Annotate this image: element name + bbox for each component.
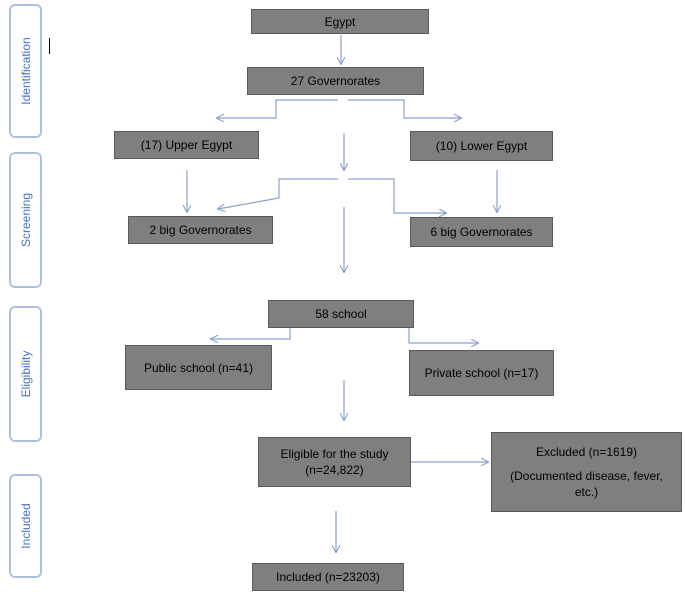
stage-label-eligibility: Eligibility [9,306,42,442]
box-27-governorates: 27 Governorates [247,67,424,95]
box-6-big-governorates: 6 big Governorates [410,217,553,247]
box-excluded-line2: (Documented disease, fever, [510,469,663,483]
box-included-label: Included (n=23203) [276,570,380,584]
stage-label-identification: Identification [9,4,42,138]
arrow-governorates-to-lower [348,99,461,118]
box-excluded-line3: etc.) [574,485,599,499]
box-58-school: 58 school [268,300,414,328]
box-6-big-governorates-label: 6 big Governorates [430,225,533,239]
arrow-split-to-big-lower [348,178,446,213]
box-excluded-line1: Excluded (n=1619) [535,445,638,459]
box-egypt: Egypt [251,9,429,34]
box-private-school-label: Private school (n=17) [424,366,539,380]
box-2-big-governorates-label: 2 big Governorates [149,223,252,237]
box-excluded: Excluded (n=1619) (Documented disease, f… [491,432,682,512]
box-58-school-label: 58 school [315,307,367,321]
stage-label-included: Included [9,474,42,578]
box-upper-egypt: (17) Upper Egypt [114,131,259,159]
arrow-split-to-big-upper [218,178,338,209]
box-public-school-label: Public school (n=41) [143,360,254,375]
box-lower-egypt-label: (10) Lower Egypt [435,139,528,153]
text-cursor [49,38,50,54]
box-eligible: Eligible for the study (n=24,822) [258,437,411,487]
box-egypt-label: Egypt [324,14,356,29]
box-included: Included (n=23203) [252,563,404,591]
box-27-governorates-label: 27 Governorates [290,74,381,88]
box-eligible-line1: Eligible for the study [280,447,389,461]
arrow-governorates-to-upper [217,99,338,118]
box-private-school: Private school (n=17) [409,350,554,396]
box-upper-egypt-label: (17) Upper Egypt [140,138,233,152]
box-2-big-governorates: 2 big Governorates [128,216,273,244]
box-eligible-line2: (n=24,822) [305,463,364,477]
box-public-school: Public school (n=41) [125,345,272,390]
stage-label-screening: Screening [9,152,42,288]
box-lower-egypt: (10) Lower Egypt [410,131,553,161]
